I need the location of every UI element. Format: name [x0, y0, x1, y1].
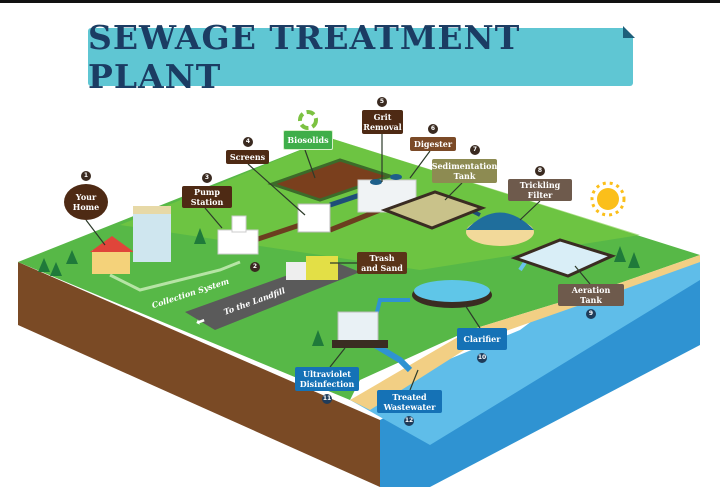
label-trickling-filter: Trickling Filter — [508, 179, 572, 201]
label-pump-station: Pump Station — [182, 186, 232, 208]
soil-side — [18, 262, 430, 487]
step-number: 11 — [322, 394, 332, 404]
step-number: 7 — [470, 145, 480, 155]
outfall-pipe — [373, 342, 413, 373]
label-trash-and-sand: Trash and Sand — [357, 252, 407, 274]
sewage-pipe — [254, 222, 301, 243]
screens-unit — [297, 203, 331, 233]
step-number: 5 — [377, 97, 387, 107]
biosolids-bed — [267, 158, 395, 202]
truck — [286, 262, 308, 280]
page-title: SEWAGE TREATMENT PLANT — [88, 18, 521, 96]
sedimentation-tank — [380, 190, 487, 230]
tree — [66, 250, 78, 264]
label-aeration-tank: Aeration Tank — [558, 284, 624, 306]
label-ultraviolet-disinfection: Ultraviolet Disinfection — [295, 367, 359, 391]
tree — [614, 246, 626, 262]
label-treated-wastewater: Treated Wastewater — [377, 390, 442, 413]
label-screens: Screens — [226, 150, 269, 164]
recycle-leaf-icon — [298, 110, 318, 130]
step-number: 1 — [81, 171, 91, 181]
tree — [50, 262, 62, 276]
step-number: 9 — [586, 309, 596, 319]
collection-pipe — [109, 260, 241, 292]
house — [92, 250, 130, 274]
step-number: 2 — [250, 262, 260, 272]
uv-disinfection-building — [337, 311, 379, 343]
tree — [194, 228, 206, 244]
label-grit-removal: Grit Removal — [362, 110, 403, 134]
step-number: 3 — [202, 173, 212, 183]
label-biosolids: Biosolids — [283, 130, 333, 150]
label-digester: Digester — [410, 137, 456, 151]
step-number: 10 — [477, 353, 487, 363]
pump-station-building — [217, 229, 259, 255]
step-number: 8 — [535, 166, 545, 176]
sewage-pipe — [329, 207, 381, 233]
tree — [312, 330, 324, 346]
sun-icon — [597, 188, 619, 210]
aeration-tank — [510, 238, 617, 278]
label-sedimentation-tank: Sedimentation Tank — [431, 159, 498, 183]
water-pipe — [329, 192, 361, 208]
step-number: 12 — [404, 416, 414, 426]
tree — [628, 252, 640, 268]
step-number: 6 — [428, 124, 438, 134]
apartment-building — [133, 212, 171, 262]
banner-fold — [623, 26, 635, 38]
top-bar — [0, 0, 720, 3]
label-your-home: Your Home — [64, 184, 108, 220]
tree — [38, 258, 50, 272]
leader-lines — [85, 134, 591, 391]
title-banner: SEWAGE TREATMENT PLANT — [88, 18, 635, 96]
step-number: 4 — [243, 137, 253, 147]
house-roof — [90, 236, 134, 252]
label-clarifier: Clarifier — [457, 328, 507, 350]
